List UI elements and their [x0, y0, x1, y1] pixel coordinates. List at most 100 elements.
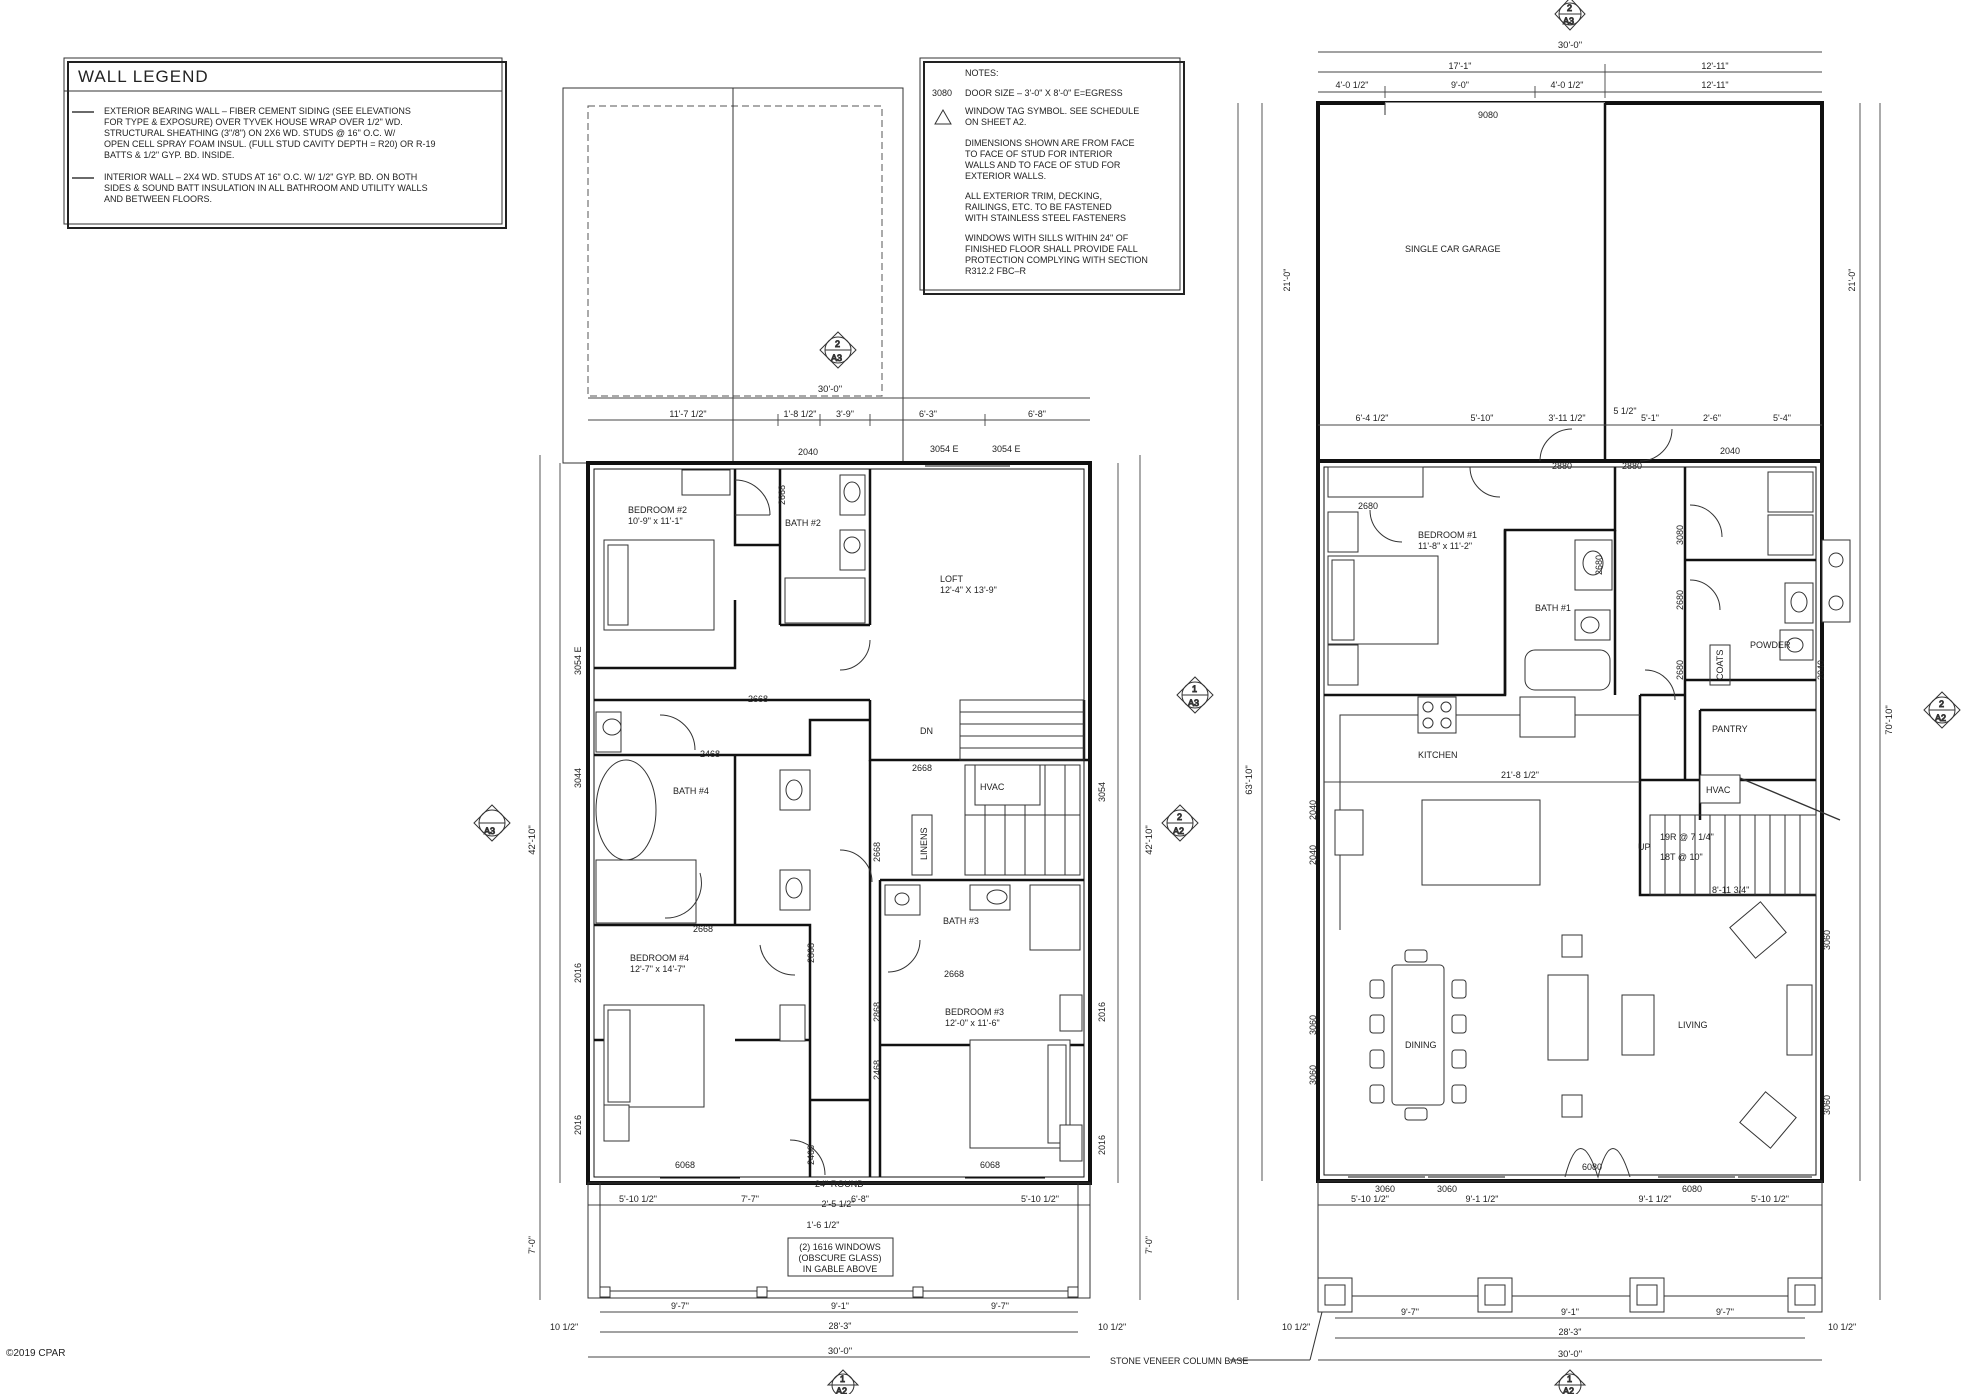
- lower-tag-2: 2880: [1552, 461, 1572, 471]
- lower-overall-dim: 30'-0": [1558, 40, 1582, 51]
- notes-dims-line-1: DIMENSIONS SHOWN ARE FROM FACE: [965, 138, 1135, 148]
- section-mark-5-num: 2: [1177, 812, 1182, 822]
- upper-tag-8: 2668: [944, 969, 964, 979]
- bedroom-1-size: 11'-8" x 11'-2": [1418, 541, 1472, 551]
- upper-tag-16: 2468: [872, 1060, 882, 1080]
- lower-garage-depth-left: 21'-0": [1282, 269, 1292, 292]
- lower-mid-dim-3: 3'-11 1/2": [1548, 413, 1585, 423]
- living-label: LIVING: [1678, 1020, 1708, 1030]
- lower-tag-13: 3060: [1308, 1065, 1318, 1085]
- garage-door-tag: 9080: [1478, 110, 1498, 120]
- upper-tag-22: 2668: [777, 485, 787, 505]
- upper-tag-23: 3054 E: [573, 646, 583, 675]
- lower-post-dim-2: 9'-1": [1561, 1307, 1579, 1317]
- bedroom-2-bed: [603, 539, 715, 631]
- bath-4-label: BATH #4: [673, 786, 709, 796]
- lower-bottom-offset-right: 10 1/2": [1828, 1322, 1856, 1332]
- coats-label: COATS: [1715, 650, 1725, 680]
- notes-door-text: DOOR SIZE – 3'-0" X 8'-0" E=EGRESS: [965, 88, 1123, 98]
- legend-interior-line-1: INTERIOR WALL – 2X4 WD. STUDS AT 16" O.C…: [104, 172, 417, 182]
- lower-tag-8: 2680: [1675, 660, 1685, 680]
- lower-tag-10: 2040: [1308, 800, 1318, 820]
- upper-tag-9: 6068: [675, 1160, 695, 1170]
- lower-tag-19: 6080: [1582, 1162, 1602, 1172]
- section-mark-middle: [1176, 676, 1214, 714]
- notes-sill-line-3: PROTECTION COMPLYING WITH SECTION: [965, 255, 1148, 265]
- lower-tag-16: 3060: [1375, 1184, 1395, 1194]
- section-mark-7-sheet: A2: [836, 1386, 847, 1394]
- section-mark-8-sheet: A2: [1563, 1386, 1574, 1394]
- stair-treads: 18T @ 10": [1660, 852, 1703, 862]
- upper-top-dim-5: 6'-8": [1028, 409, 1046, 419]
- lower-post-dim-3: 9'-7": [1716, 1307, 1734, 1317]
- legend-interior-line-2: SIDES & SOUND BATT INSULATION IN ALL BAT…: [104, 183, 428, 193]
- powder-label: POWDER: [1750, 640, 1791, 650]
- upper-tag-7: 2668: [693, 924, 713, 934]
- lower-top-sub-4: 12'-11": [1701, 80, 1728, 90]
- loft-size: 12'-4" X 13'-9": [940, 585, 997, 595]
- lower-mid-dim-4: 5 1/2": [1613, 406, 1636, 416]
- upper-tag-6: 2668: [912, 763, 932, 773]
- section-mark-1-num: 2: [1567, 3, 1572, 13]
- notes-title: NOTES:: [965, 68, 999, 78]
- stair-width-dim: 8'-11 3/4": [1712, 885, 1749, 895]
- lower-front-dim-3: 9'-1 1/2": [1639, 1194, 1672, 1204]
- notes-dims-line-3: WALLS AND TO FACE OF STUD FOR: [965, 160, 1121, 170]
- notes-box: NOTES: 3080 DOOR SIZE – 3'-0" X 8'-0" E=…: [919, 57, 1185, 295]
- bath-3-label: BATH #3: [943, 916, 979, 926]
- notes-window-line-1: WINDOW TAG SYMBOL. SEE SCHEDULE: [965, 106, 1139, 116]
- upper-floor-plan: 30'-0" 11'-7 1/2" 1'-8 1/2" 3'-9" 6'-3" …: [527, 87, 1155, 1358]
- gable-note-2: (OBSCURE GLASS): [798, 1253, 881, 1263]
- upper-post-dim-2: 9'-1": [831, 1301, 849, 1311]
- notes-dims-line-4: EXTERIOR WALLS.: [965, 171, 1046, 181]
- legend-exterior-line-2: FOR TYPE & EXPOSURE) OVER TYVEK HOUSE WR…: [104, 117, 403, 127]
- column-base-note: STONE VENEER COLUMN BASE: [1110, 1356, 1248, 1366]
- upper-tag-13: 2016: [573, 1115, 583, 1135]
- upper-hvac-label: HVAC: [980, 782, 1005, 792]
- upper-front-dim-1: 5'-10 1/2": [619, 1194, 657, 1204]
- upper-tag-5: 2468: [700, 749, 720, 759]
- kitchen-width-dim: 21'-8 1/2": [1501, 770, 1539, 780]
- kitchen-label: KITCHEN: [1418, 750, 1458, 760]
- section-mark-3-sheet: A3: [1188, 698, 1199, 708]
- lower-tag-4: 2680: [1358, 501, 1378, 511]
- bedroom-3-size: 12'-0" x 11'-6": [945, 1018, 1000, 1028]
- lower-garage-depth-right: 21'-0": [1847, 269, 1857, 292]
- copyright-text: ©2019 CPAR: [6, 1348, 65, 1359]
- upper-top-dim-2: 1'-8 1/2": [784, 409, 817, 419]
- bath-1-label: BATH #1: [1535, 603, 1571, 613]
- lower-bottom-total: 30'-0": [1558, 1349, 1582, 1360]
- upper-tag-2: 3054 E: [930, 444, 959, 454]
- dining-label: DINING: [1405, 1040, 1437, 1050]
- bedroom-2-label: BEDROOM #2: [628, 505, 687, 515]
- upper-tag-21: 3054: [1097, 782, 1107, 802]
- gable-note-3: IN GABLE ABOVE: [803, 1264, 878, 1274]
- upper-linens-label: LINENS: [919, 827, 929, 860]
- bath-2-label: BATH #2: [785, 518, 821, 528]
- legend-title: WALL LEGEND: [78, 67, 209, 86]
- round-window-label: 24" ROUND: [815, 1179, 864, 1189]
- upper-tag-3: 3054 E: [992, 444, 1021, 454]
- lower-top-split-1: 17'-1": [1449, 61, 1472, 71]
- notes-sill-line-2: FINISHED FLOOR SHALL PROVIDE FALL: [965, 244, 1138, 254]
- upper-bottom-total: 30'-0": [828, 1346, 852, 1357]
- stair-risers: 19R @ 7 1/4": [1660, 832, 1714, 842]
- upper-front-small-2: 1'-6 1/2": [807, 1220, 840, 1230]
- upper-deck-dim: 7'-0": [1144, 1236, 1154, 1254]
- upper-tag-1: 2040: [798, 447, 818, 457]
- pantry-label: PANTRY: [1712, 724, 1748, 734]
- section-mark-upper-right: [1161, 804, 1199, 842]
- gable-note-1: (2) 1616 WINDOWS: [799, 1242, 881, 1252]
- legend-interior-line-3: AND BETWEEN FLOORS.: [104, 194, 212, 204]
- notes-dims-line-2: TO FACE OF STUD FOR INTERIOR: [965, 149, 1113, 159]
- lower-top-split-2: 12'-11": [1701, 61, 1728, 71]
- lower-mid-dim-5: 5'-1": [1641, 413, 1659, 423]
- section-mark-6-num: 2: [1939, 699, 1944, 709]
- upper-top-dim-4: 6'-3": [919, 409, 937, 419]
- lower-tag-6: 3080: [1675, 525, 1685, 545]
- section-mark-bottom-left: [826, 1369, 860, 1394]
- column-bases: [1317, 1277, 1823, 1313]
- bedroom-1-label: BEDROOM #1: [1418, 530, 1477, 540]
- upper-tag-10: 6068: [980, 1160, 1000, 1170]
